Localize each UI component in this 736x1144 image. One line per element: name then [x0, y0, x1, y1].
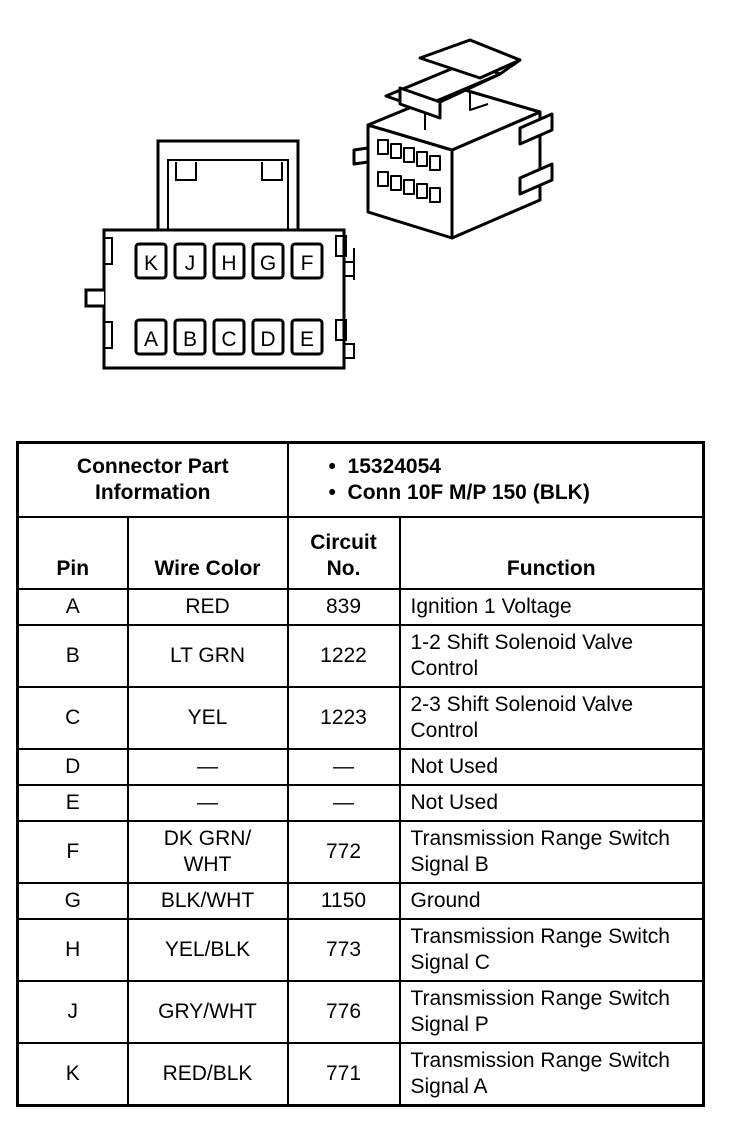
wire-color-cell: —: [126, 748, 289, 786]
table-row: C YEL 1223 2-3 Shift Solenoid Valve Cont…: [16, 686, 705, 750]
pin-cell: C: [16, 686, 129, 750]
circuit-cell: 1223: [286, 686, 401, 750]
circuit-cell: 773: [286, 918, 401, 982]
table-row: K RED/BLK 771 Transmission Range Switch …: [16, 1042, 705, 1106]
wire-color-cell: DK GRN/ WHT: [126, 820, 289, 884]
table-row: E — — Not Used: [16, 784, 705, 822]
function-cell: 1-2 Shift Solenoid Valve Control: [398, 624, 705, 688]
table-row: D — — Not Used: [16, 748, 705, 786]
circuit-cell: 771: [286, 1042, 401, 1106]
pin-cell: D: [16, 748, 129, 786]
function-text: Transmission Range Switch Signal A: [410, 1048, 671, 1098]
pin-cell: K: [16, 1042, 129, 1106]
wire-color-cell: RED/BLK: [126, 1042, 289, 1106]
pin-cell: F: [16, 820, 129, 884]
pin-cell: A: [16, 588, 129, 626]
pin-label-c: C: [221, 328, 236, 351]
part-number: 15324054: [347, 455, 441, 478]
pin-label-e: E: [300, 328, 314, 351]
wire-color-cell: YEL: [126, 686, 289, 750]
connector-desc-line: • Conn 10F M/P 150 (BLK): [329, 480, 703, 506]
pin-cavity-d: D: [251, 318, 285, 356]
wire-color-cell: BLK/WHT: [126, 882, 289, 920]
circuit-cell: 1222: [286, 624, 401, 688]
connector-diagram: K J H G F A B C: [84, 38, 554, 370]
col-header-pin: Pin: [16, 516, 129, 590]
col-header-wire-color: Wire Color: [126, 516, 289, 590]
circuit-no-text: Circuit No.: [310, 531, 377, 580]
pin-cell: H: [16, 918, 129, 982]
pin-cell: G: [16, 882, 129, 920]
table-row: H YEL/BLK 773 Transmission Range Switch …: [16, 918, 705, 982]
circuit-cell: 1150: [286, 882, 401, 920]
col-header-function: Function: [398, 516, 705, 590]
function-cell: Not Used: [398, 748, 705, 786]
connector-front-view: [84, 139, 355, 370]
wire-color-cell: LT GRN: [126, 624, 289, 688]
wire-color-cell: RED: [126, 588, 289, 626]
pin-label-f: F: [301, 252, 314, 275]
pin-label-k: K: [144, 252, 158, 275]
wire-color-cell: —: [126, 784, 289, 822]
pin-cavity-f: F: [290, 242, 324, 280]
part-info-row: Connector Part Information • 15324054 • …: [16, 441, 705, 518]
function-text: 2-3 Shift Solenoid Valve Control: [410, 693, 634, 742]
pin-label-d: D: [260, 328, 275, 351]
function-cell: Transmission Range Switch Signal B: [398, 820, 705, 884]
function-text: Transmission Range Switch Signal C: [410, 925, 671, 974]
connector-part-info-label: Connector Part Information: [16, 441, 289, 518]
function-cell: Ignition 1 Voltage: [398, 588, 705, 626]
part-info-label-text: Connector Part Information: [76, 455, 229, 504]
function-text: Transmission Range Switch Signal P: [410, 987, 671, 1036]
pin-label-g: G: [260, 252, 276, 275]
function-cell: Transmission Range Switch Signal C: [398, 918, 705, 982]
function-text: Transmission Range Switch Signal B: [410, 827, 671, 876]
pin-cell: B: [16, 624, 129, 688]
pin-cavity-h: H: [212, 242, 246, 280]
circuit-cell: 776: [286, 980, 401, 1044]
pin-label-h: H: [221, 252, 236, 275]
circuit-cell: —: [286, 784, 401, 822]
circuit-cell: —: [286, 748, 401, 786]
circuit-cell: 839: [286, 588, 401, 626]
bottom-pin-row: A B C D E: [134, 318, 324, 356]
wire-color-text: DK GRN/ WHT: [163, 827, 252, 876]
pin-label-j: J: [185, 252, 196, 275]
pin-label-a: A: [144, 328, 158, 351]
function-cell: Transmission Range Switch Signal P: [398, 980, 705, 1044]
function-cell: Not Used: [398, 784, 705, 822]
top-pin-row: K J H G F: [134, 242, 324, 280]
connector-isometric-view: [352, 38, 554, 240]
bullet: •: [328, 481, 336, 504]
pin-cell: J: [16, 980, 129, 1044]
connector-pinout-table: Connector Part Information • 15324054 • …: [16, 441, 705, 1107]
table-row: F DK GRN/ WHT 772 Transmission Range Swi…: [16, 820, 705, 884]
bullet: •: [328, 455, 336, 478]
wire-color-cell: YEL/BLK: [126, 918, 289, 982]
connector-description: Conn 10F M/P 150 (BLK): [347, 481, 590, 504]
pin-cavity-j: J: [173, 242, 207, 280]
table-row: A RED 839 Ignition 1 Voltage: [16, 588, 705, 626]
function-cell: Ground: [398, 882, 705, 920]
part-info-values: • 15324054 • Conn 10F M/P 150 (BLK): [286, 441, 705, 518]
column-header-row: Pin Wire Color Circuit No. Function: [16, 516, 705, 590]
pin-label-b: B: [183, 328, 197, 351]
pin-cavity-k: K: [134, 242, 168, 280]
pin-cell: E: [16, 784, 129, 822]
wire-color-cell: GRY/WHT: [126, 980, 289, 1044]
table-row: B LT GRN 1222 1-2 Shift Solenoid Valve C…: [16, 624, 705, 688]
table-row: J GRY/WHT 776 Transmission Range Switch …: [16, 980, 705, 1044]
col-header-circuit-no: Circuit No.: [286, 516, 401, 590]
function-cell: 2-3 Shift Solenoid Valve Control: [398, 686, 705, 750]
part-number-line: • 15324054: [329, 454, 703, 480]
circuit-cell: 772: [286, 820, 401, 884]
function-cell: Transmission Range Switch Signal A: [398, 1042, 705, 1106]
function-text: 1-2 Shift Solenoid Valve Control: [410, 631, 634, 680]
pin-cavity-c: C: [212, 318, 246, 356]
table-row: G BLK/WHT 1150 Ground: [16, 882, 705, 920]
pin-cavity-a: A: [134, 318, 168, 356]
pin-cavity-b: B: [173, 318, 207, 356]
pin-cavity-g: G: [251, 242, 285, 280]
pin-cavity-e: E: [290, 318, 324, 356]
